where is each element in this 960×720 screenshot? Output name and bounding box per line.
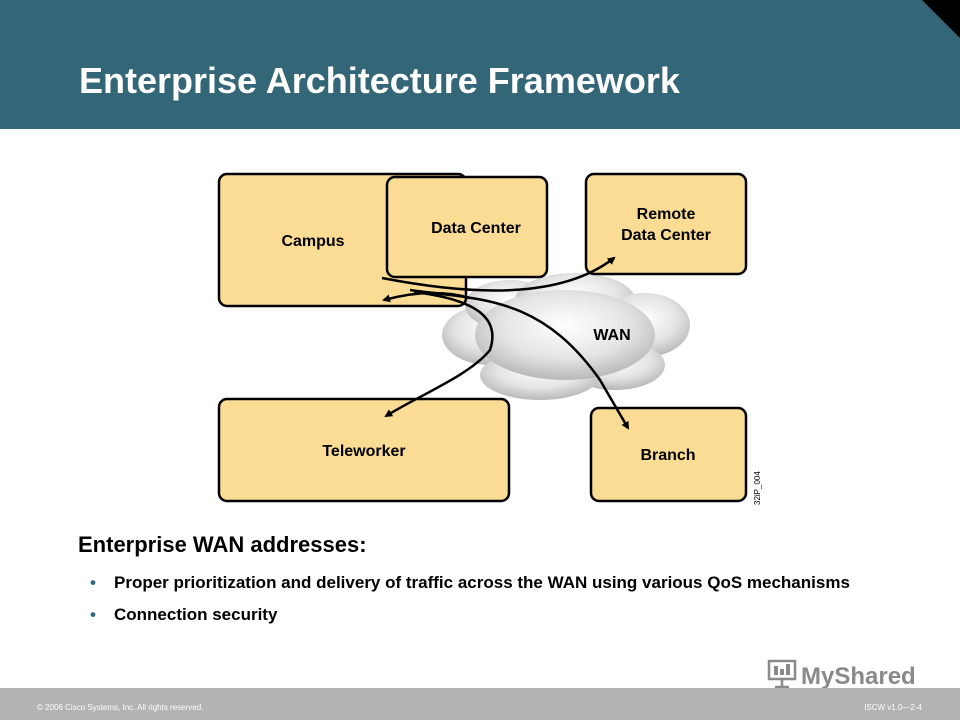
teleworker-label: Teleworker	[322, 443, 405, 460]
remote-data-center-box	[584, 172, 748, 276]
figure-code: 32iP_004	[753, 471, 762, 505]
bullet-list: • Proper prioritization and delivery of …	[90, 572, 870, 636]
branch-label: Branch	[640, 447, 695, 464]
slide-header: Enterprise Architecture Framework	[0, 0, 960, 129]
copyright-text: © 2006 Cisco Systems, Inc. All rights re…	[37, 703, 204, 712]
data-center-box	[385, 175, 549, 279]
data-center-label: Data Center	[431, 220, 521, 237]
header-corner-decoration	[922, 0, 960, 38]
bullet-marker: •	[90, 605, 96, 624]
arrow-to-branch	[409, 288, 630, 430]
course-code: ISCW v1.0—2-4	[864, 703, 922, 712]
presentation-icon	[767, 659, 797, 689]
bullet-marker: •	[90, 573, 96, 592]
remote-label-line1: Remote	[637, 206, 696, 223]
branch-box	[589, 406, 748, 503]
slide-footer: © 2006 Cisco Systems, Inc. All rights re…	[0, 688, 960, 720]
arrow-to-teleworker	[384, 290, 494, 418]
campus-label: Campus	[281, 233, 344, 250]
logo-text: MyShared	[801, 663, 916, 690]
bullet-text: Connection security	[114, 605, 278, 624]
slide-title: Enterprise Architecture Framework	[79, 60, 680, 101]
bullet-text: Proper prioritization and delivery of tr…	[114, 573, 850, 592]
remote-label-line2: Data Center	[621, 227, 711, 244]
wan-cloud	[442, 273, 690, 400]
wan-label: WAN	[593, 327, 630, 344]
myshared-logo: MyShared	[767, 659, 916, 690]
arrow-to-remote-data-center	[381, 256, 616, 292]
section-heading: Enterprise WAN addresses:	[78, 532, 367, 557]
bullet-item: • Proper prioritization and delivery of …	[90, 572, 870, 593]
teleworker-box	[217, 397, 511, 503]
bullet-item: • Connection security	[90, 604, 870, 625]
